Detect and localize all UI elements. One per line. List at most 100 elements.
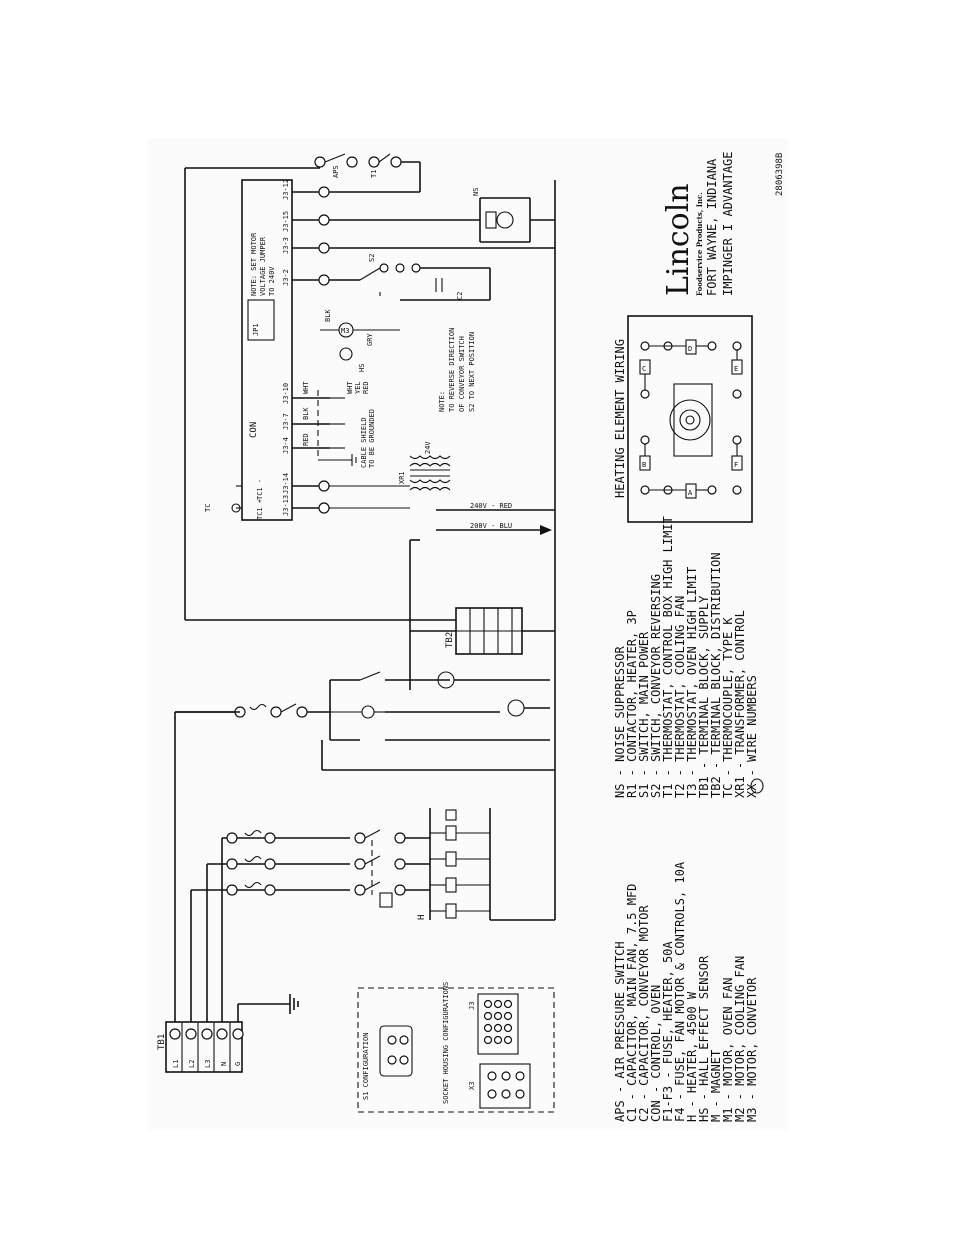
heating-terminals [640, 341, 742, 495]
reverse-note: S2 TO NEXT POSITION [468, 332, 476, 412]
reverse-note: OF CONVEYOR SWITCH [458, 336, 466, 412]
legend-item: TC - THERMOCOUPLE, TYPE K [721, 617, 735, 798]
tb2-label: TB2 [445, 632, 455, 648]
legend-left-block: APS - AIR PRESSURE SWITCH C1 - CAPACITOR… [613, 861, 759, 1122]
heating-element-D: D [685, 339, 697, 355]
conveyor-motor: M3 HS BLK GRY [320, 309, 400, 372]
svg-text:E: E [734, 365, 738, 373]
tb1-terminal-G: G [234, 1062, 242, 1066]
tc-pin: TC1 + [256, 499, 264, 520]
legend-item: NS - NOISE SUPPRESSOR [613, 646, 627, 798]
shield-note: CABLE SHIELD [360, 417, 368, 468]
svg-text:BLK: BLK [302, 407, 310, 420]
voltage-208-label: 208V - BLU [470, 522, 512, 530]
legend-item: M2 - MOTOR, COOLING FAN [733, 956, 747, 1122]
legend-item: M1 - MOTOR, OVEN FAN [721, 978, 735, 1123]
legend-item: S1 - SWITCH, MAIN POWER [637, 631, 651, 798]
legend-item: TB2 - TERMINAL BLOCK, DISTRIBUTION [709, 552, 723, 798]
motor-note: TO 240V [268, 266, 276, 296]
tb1-terminal-L2: L2 [188, 1060, 196, 1068]
svg-text:RED: RED [362, 381, 370, 394]
shield-note: TO BE GROUNDED [368, 409, 376, 468]
legend-item: R1 - CONTACTOR, HEATER, 3P [625, 610, 639, 798]
scanned-page-area [148, 138, 788, 1130]
tb1-terminal-L1: L1 [172, 1060, 180, 1068]
heating-element-A: A [685, 483, 697, 499]
heating-core [669, 383, 713, 457]
m3-label: M3 [341, 327, 349, 335]
wire-color-gry: GRY [366, 333, 374, 346]
s2-label: S2 [368, 254, 376, 262]
j3-pin: J3-15 [282, 211, 290, 232]
heating-element-C: C [639, 359, 651, 375]
lincoln-logo: Lincoln [661, 183, 696, 296]
svg-text:YEL: YEL [354, 381, 362, 394]
legend-item: TB1 - TERMINAL BLOCK, SUPPLY [697, 595, 711, 798]
tb1-terminal-L3: L3 [204, 1060, 212, 1068]
aps-switch: APS T1 [314, 153, 421, 193]
motor-note: NOTE: SET MOTOR [250, 232, 258, 296]
reverse-note: TO REVERSE DIRECTION [448, 328, 456, 412]
legend-item: M3 - MOTOR, CONVETOR [745, 977, 759, 1122]
con-output-wires: TC [204, 186, 555, 514]
legend-item: HS - HALL EFFECT SENSOR [697, 955, 711, 1122]
tc-label: TC [204, 504, 212, 512]
legend-item: T2 - THERMOSTAT, COOLING FAN [673, 596, 687, 798]
svg-text:B: B [642, 461, 646, 469]
c2-label: C2 [456, 292, 464, 300]
heating-title: HEATING ELEMENT WIRING [613, 339, 627, 498]
j3-pin: J3-3 [282, 237, 290, 254]
tb1-terminal-block: TB1 L1 L2 L3 N G [157, 1021, 244, 1073]
logo-subtitle: Foodservice Products, Inc. [695, 192, 704, 296]
svg-text:C: C [642, 365, 646, 373]
socket-label: SOCKET HOUSING CONFIGURATIONS [442, 982, 450, 1104]
voltage-240-label: 240V - RED [470, 502, 512, 510]
wire-number-symbol [750, 778, 764, 794]
hs-label: HS [358, 364, 366, 372]
xr1-24v: 24V [424, 441, 432, 454]
s1-config-label: S1 CONFIGURATION [362, 1033, 370, 1100]
svg-text:D: D [688, 345, 692, 353]
control-transformer-xr1: XR1 24V [329, 441, 451, 509]
tc-pin: TC1 - [256, 479, 264, 500]
legend-item: XR1 - TRANSFORMER, CONTROL [733, 610, 747, 798]
reverse-note: NOTE: [438, 391, 446, 412]
bus-wires: 240V - RED 208V - BLU [184, 167, 556, 921]
heating-element-E: E [731, 359, 743, 375]
heating-element-B: B [639, 455, 651, 471]
svg-text:RED: RED [302, 433, 310, 446]
drawing-number: 2806398B [775, 153, 785, 196]
svg-text:A: A [688, 489, 693, 497]
tb2-terminal-block: TB2 [410, 607, 555, 655]
legend-item: T1 - THERMOSTAT, CONTROL BOX HIGH LIMIT [661, 516, 675, 798]
j3-pin: J3-2 [282, 269, 290, 286]
legend-item: CON - CONTROL, OVEN [649, 985, 663, 1122]
legend-item: F1-F3 - FUSE, HEATER, 50A [661, 941, 675, 1122]
x3-label: X3 [468, 1082, 476, 1090]
con-label: CON [249, 422, 259, 438]
s1-configuration-box: S1 CONFIGURATION SOCKET HOUSING CONFIGUR… [357, 982, 555, 1113]
model-text: IMPINGER I ADVANTAGE [721, 152, 735, 297]
tb1-terminal-N: N [220, 1062, 228, 1066]
wire-color-blk: BLK [324, 309, 332, 322]
j3-pin: J3-13 [282, 495, 290, 516]
legend-item: XX - WIRE NUMBERS [745, 675, 759, 798]
location-text: FORT WAYNE, INDIANA [705, 158, 719, 296]
jumper-jp1: JP1 [252, 323, 260, 336]
legend-item: C1 - CAPACITOR, MAIN FAN, 7.5 MFD [625, 884, 639, 1122]
legend-item: F4 - FUSE, FAN MOTOR & CONTROLS, 10A [673, 861, 687, 1122]
svg-text:WHT: WHT [346, 381, 354, 394]
tb1-label: TB1 [157, 1034, 167, 1050]
t1-label: T1 [370, 170, 378, 178]
j3-pin: J3-4 [282, 437, 290, 454]
heating-wiring-box [627, 315, 753, 523]
xr1-label: XR1 [398, 471, 406, 484]
j3-pin: J3-14 [282, 473, 290, 494]
legend-item: S2 - SWITCH, CONVEYOR REVERSING [649, 574, 663, 798]
j3-pin: J3-12 [282, 179, 290, 200]
j3-pin: J3-10 [282, 383, 290, 404]
heater-label: H [417, 915, 427, 920]
heating-element-F: F [731, 455, 743, 471]
